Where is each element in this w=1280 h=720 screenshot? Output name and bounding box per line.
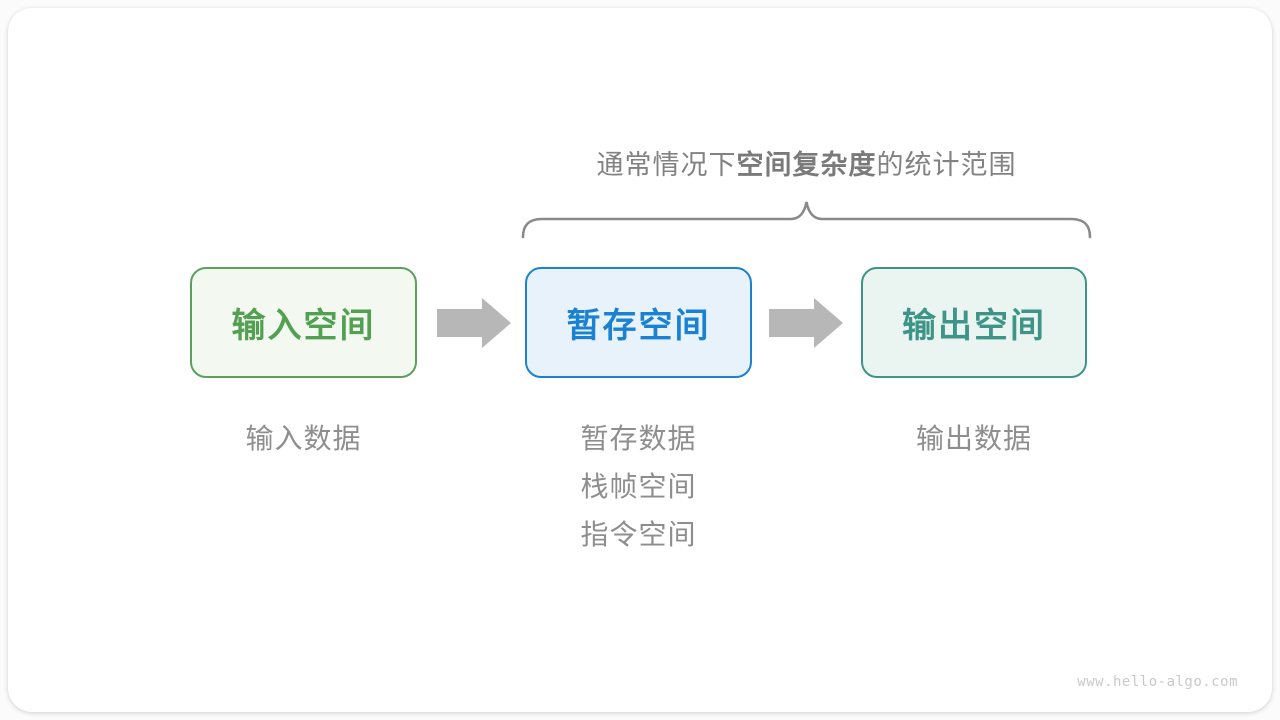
temp-space-label: 暂存空间 [566, 306, 711, 346]
input-space-label: 输入空间 [231, 306, 376, 346]
scope-brace [521, 201, 1092, 239]
instruction-space-label: 指令空间 [580, 518, 697, 551]
title-prefix: 通常情况下 [596, 150, 737, 181]
output-data-label: 输出数据 [915, 422, 1032, 455]
input-data-label: 输入数据 [245, 422, 362, 455]
temp-space-box: 暂存空间 [525, 267, 752, 378]
title-suffix: 的统计范围 [876, 150, 1017, 181]
stack-frame-space-label: 栈帧空间 [580, 470, 697, 503]
output-space-box: 输出空间 [861, 267, 1087, 378]
temp-data-label: 暂存数据 [580, 422, 697, 455]
watermark: www.hello-algo.com [1077, 674, 1238, 690]
diagram-title: 通常情况下空间复杂度的统计范围 [523, 143, 1090, 182]
output-space-label: 输出空间 [902, 306, 1046, 346]
right-arrow-icon [437, 298, 511, 348]
input-space-box: 输入空间 [190, 267, 417, 378]
right-arrow-icon [769, 298, 843, 348]
title-bold-term: 空间复杂度 [736, 150, 877, 181]
